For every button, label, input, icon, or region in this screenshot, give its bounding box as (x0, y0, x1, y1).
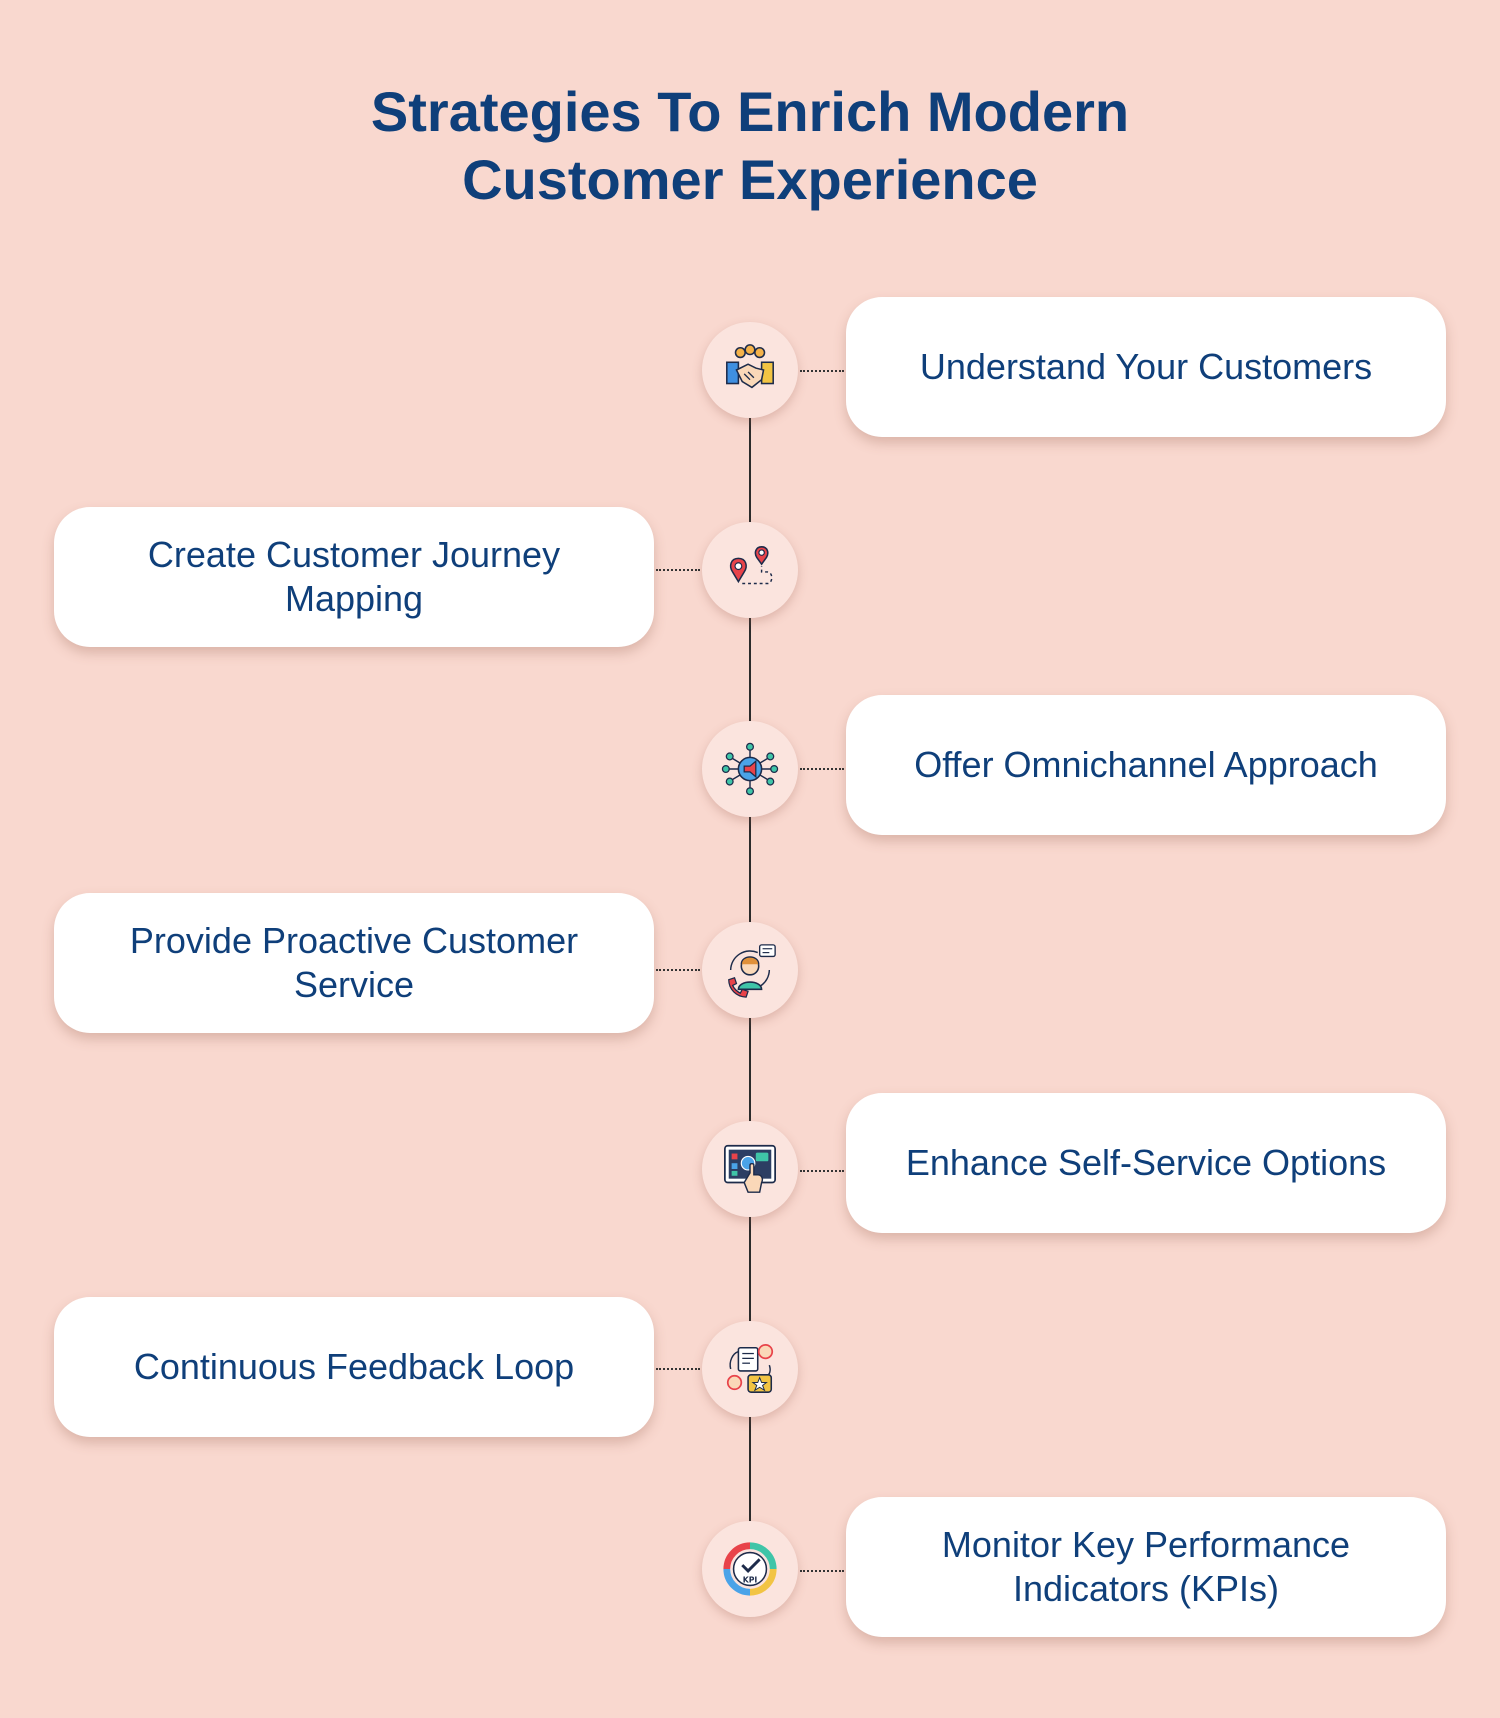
page-title: Strategies To Enrich Modern Customer Exp… (0, 78, 1500, 214)
kpi-gauge-icon: KPI (702, 1521, 798, 1617)
step-label: Continuous Feedback Loop (133, 1346, 575, 1387)
step-card-proactive-service: Provide Proactive Customer Service (54, 893, 654, 1033)
connector-dots (800, 1570, 844, 1572)
connector-dots (656, 1368, 700, 1370)
step-card-understand-customers: Understand Your Customers (846, 297, 1446, 437)
support-agent-icon (702, 922, 798, 1018)
step-label: Understand Your Customers (919, 346, 1373, 387)
step-label: Create Customer Journey Mapping (147, 534, 561, 619)
feedback-loop-icon (702, 1321, 798, 1417)
step-card-feedback-loop: Continuous Feedback Loop (54, 1297, 654, 1437)
connector-dots (656, 969, 700, 971)
step-label: Enhance Self-Service Options (905, 1142, 1387, 1183)
connector-dots (800, 370, 844, 372)
svg-text:KPI: KPI (743, 1576, 758, 1585)
step-card-monitor-kpis: Monitor Key Performance Indicators (KPIs… (846, 1497, 1446, 1637)
step-label: Monitor Key Performance Indicators (KPIs… (941, 1524, 1351, 1609)
title-line-1: Strategies To Enrich Modern (370, 80, 1130, 143)
megaphone-network-icon (702, 721, 798, 817)
connector-dots (800, 768, 844, 770)
location-route-icon (702, 522, 798, 618)
handshake-team-icon (702, 322, 798, 418)
connector-dots (800, 1170, 844, 1172)
title-line-2: Customer Experience (462, 148, 1038, 211)
connector-dots (656, 569, 700, 571)
step-label: Offer Omnichannel Approach (914, 744, 1378, 785)
touch-screen-icon (702, 1121, 798, 1217)
step-card-omnichannel: Offer Omnichannel Approach (846, 695, 1446, 835)
step-card-journey-mapping: Create Customer Journey Mapping (54, 507, 654, 647)
step-label: Provide Proactive Customer Service (129, 920, 579, 1005)
step-card-self-service: Enhance Self-Service Options (846, 1093, 1446, 1233)
